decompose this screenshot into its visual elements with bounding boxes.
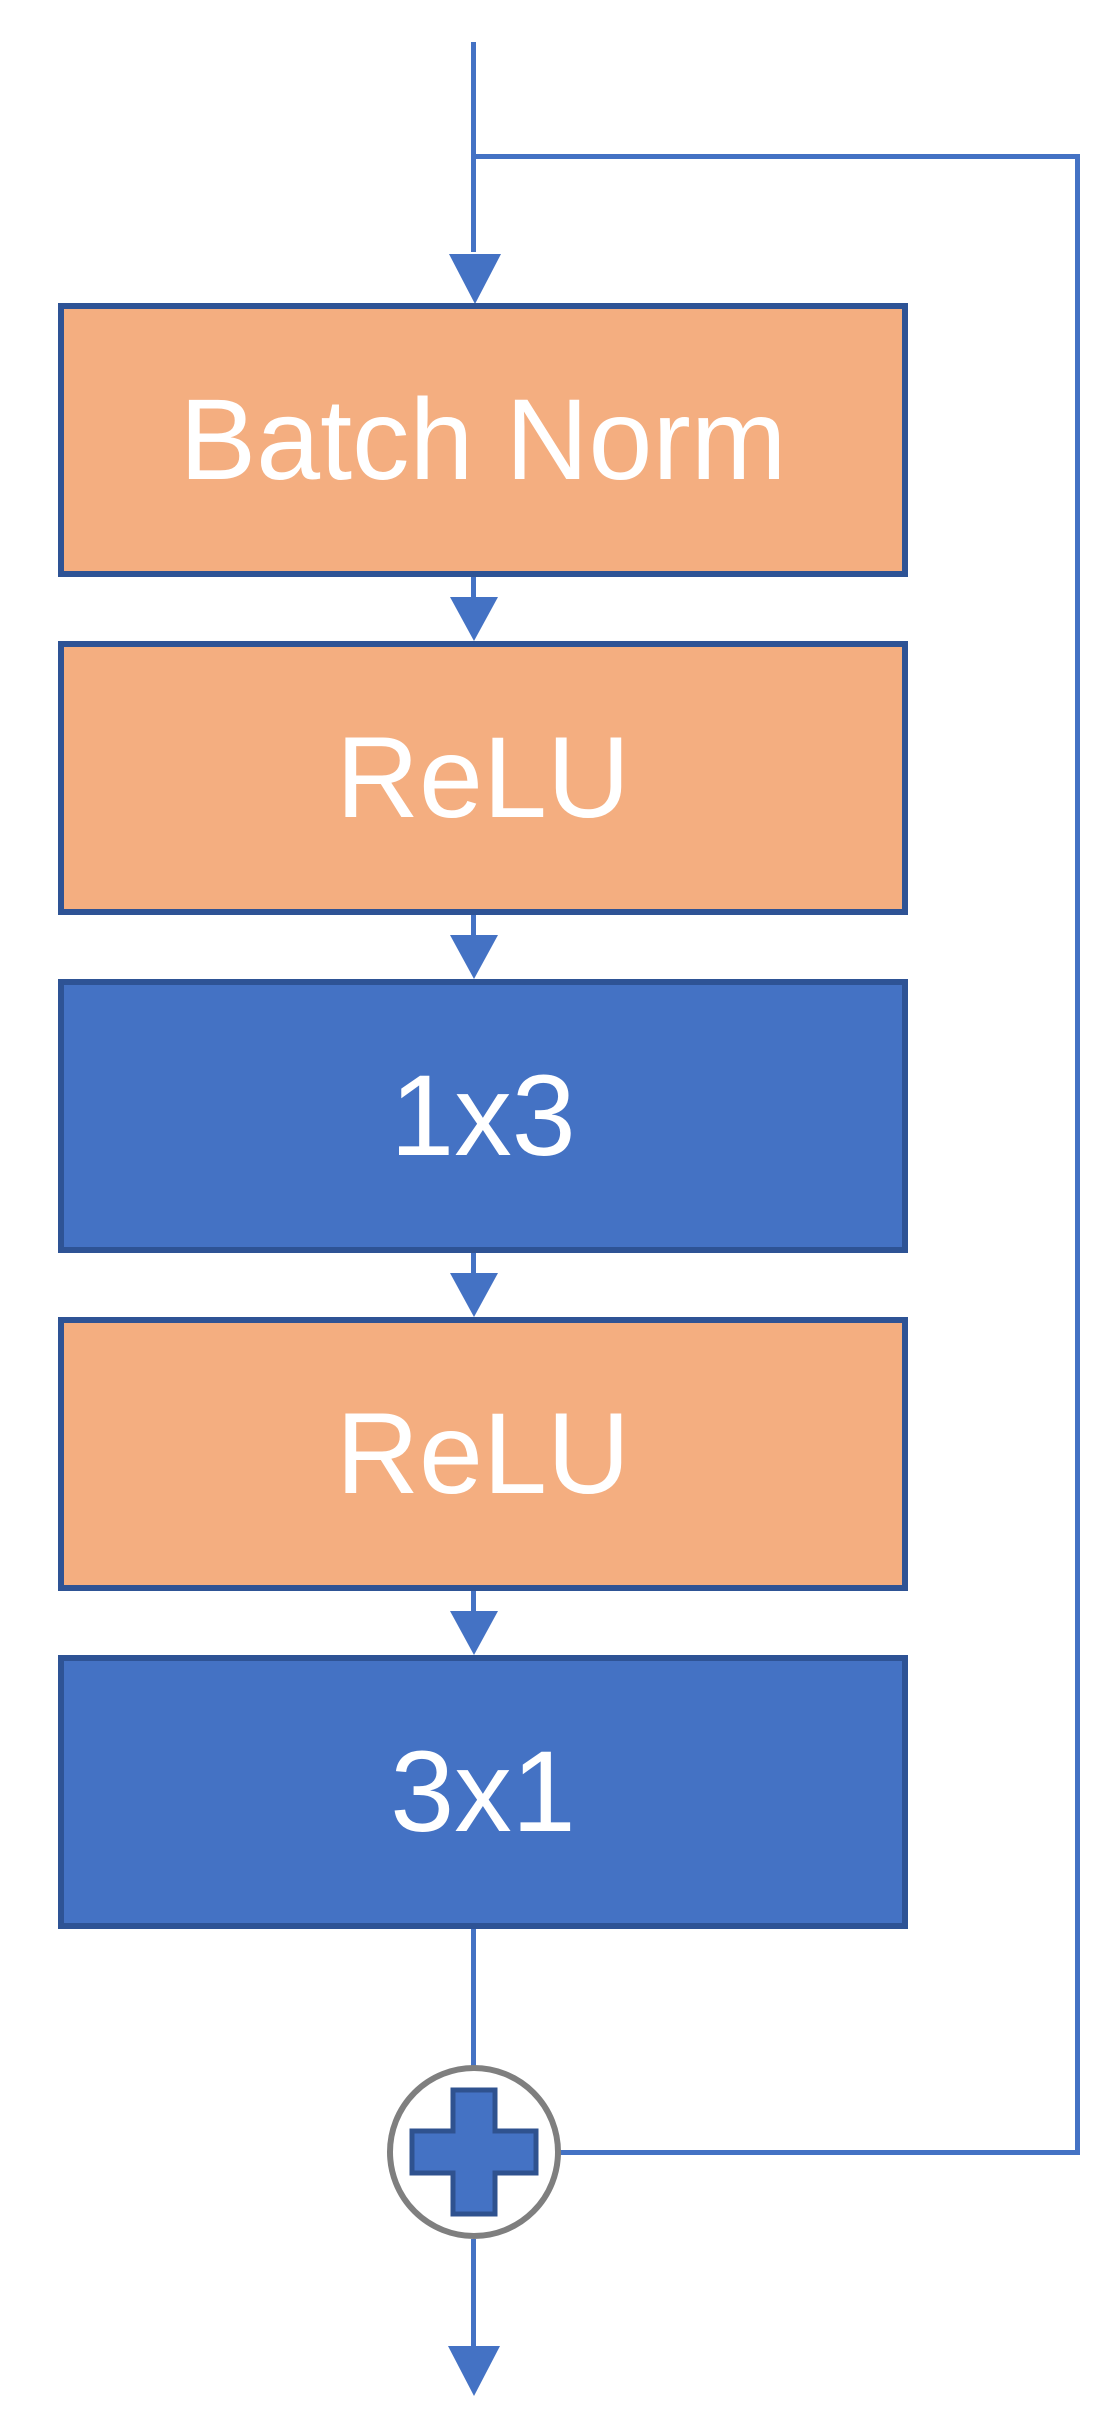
connector-stem-1 [471,577,476,601]
connector-stem-3 [471,1253,476,1277]
block-relu-2-label: ReLU [335,1389,630,1518]
connector-arrowhead-2-icon [450,935,498,979]
block-relu-1-label: ReLU [335,713,630,842]
connector-stem-2 [471,915,476,939]
block-conv-1x3: 1x3 [58,979,908,1253]
connector-to-add-node [471,1929,476,2067]
block-batch-norm-label: Batch Norm [179,375,787,504]
block-batch-norm: Batch Norm [58,303,908,577]
block-conv-3x1: 3x1 [58,1655,908,1929]
connector-arrowhead-1-icon [450,597,498,641]
skip-connection-bottom-line [559,2150,1080,2155]
plus-icon [409,2087,539,2217]
output-edge-line [471,2239,476,2349]
output-arrowhead-icon [448,2346,500,2396]
connector-stem-4 [471,1591,476,1615]
block-conv-3x1-label: 3x1 [390,1727,576,1856]
skip-connection-vertical-line [1075,154,1080,2155]
connector-arrowhead-4-icon [450,1611,498,1655]
input-edge-line [471,42,476,252]
connector-arrowhead-3-icon [450,1273,498,1317]
block-relu-2: ReLU [58,1317,908,1591]
block-conv-1x3-label: 1x3 [390,1051,576,1180]
input-arrowhead-icon [449,254,501,304]
block-relu-1: ReLU [58,641,908,915]
skip-connection-top-line [471,154,1080,159]
